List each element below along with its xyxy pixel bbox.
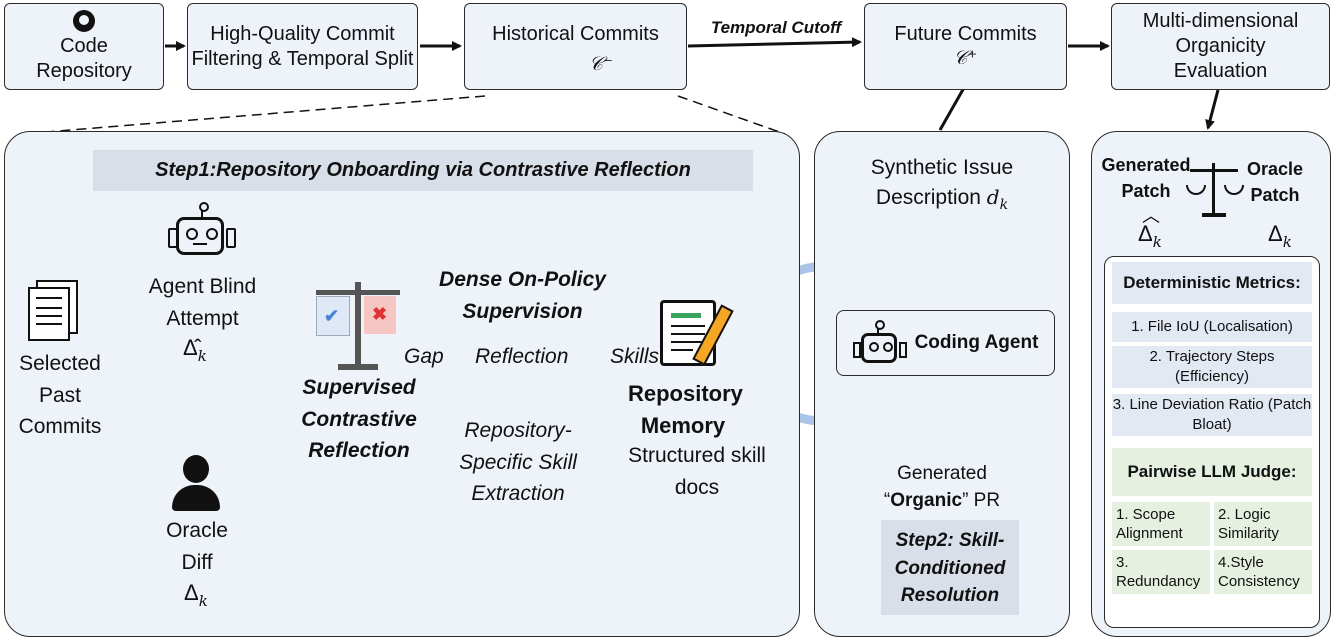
reflection-label: Reflection <box>475 345 569 368</box>
metric-file-iou: 1. File IoU (Localisation) <box>1112 312 1312 342</box>
future-symbol: 𝒞⁺ <box>953 47 978 70</box>
deterministic-metrics-title: Deterministic Metrics: <box>1112 262 1312 304</box>
commit-filtering-box: High-Quality Commit Filtering & Temporal… <box>187 3 418 90</box>
oracle-patch-label: Oracle Patch <box>1246 159 1304 206</box>
future-commits-label: Future Commits <box>894 23 1037 46</box>
agent-blind-attempt: Agent Blind Attempt <box>148 275 257 330</box>
dense-on-policy-supervision: Dense On-Policy Supervision <box>439 268 606 323</box>
generated-hat: ︿ <box>1142 206 1160 226</box>
skills-label: Skills <box>610 345 660 368</box>
metric-line-deviation: 3. Line Deviation Ratio (Patch Bloat) <box>1112 394 1312 436</box>
user-icon <box>172 455 220 513</box>
repository-memory: Repository Memory <box>628 381 743 438</box>
document-icon <box>28 280 78 341</box>
judge-style-consistency: 4.Style Consistency <box>1214 550 1312 594</box>
zoom-line-right <box>677 95 786 135</box>
generated-delta: Δk <box>1138 221 1162 251</box>
future-commits-box: Future Commits 𝒞⁺ <box>864 3 1067 90</box>
organicity-evaluation-box: Multi-dimensional Organicity Evaluation <box>1111 3 1330 90</box>
pairwise-llm-judge-title: Pairwise LLM Judge: <box>1112 448 1312 496</box>
memory-document-icon <box>660 298 734 370</box>
synthetic-issue-description: Synthetic Issue Description dk <box>870 156 1014 214</box>
step1-title: Step1:Repository Onboarding via Contrast… <box>155 159 691 181</box>
generated-patch-label: Generated Patch <box>1101 155 1191 202</box>
generated-label: Generated <box>897 463 987 484</box>
code-repository-label: Code Repository <box>36 34 132 82</box>
step2-title-band <box>881 520 1019 615</box>
organic-pr-label: “Organic” PR <box>883 490 1001 511</box>
organicity-evaluation-label: Multi-dimensional Organicity Evaluation <box>1142 10 1299 82</box>
skill-extraction: Repository-Specific Skill Extraction <box>459 419 577 505</box>
coding-agent-box: Coding Agent <box>836 310 1055 376</box>
temporal-cutoff-label: Temporal Cutoff <box>710 18 842 37</box>
step1-title-band <box>93 150 753 191</box>
structured-skill-docs: Structured skill docs <box>628 444 766 499</box>
judge-scope-alignment: 1. Scope Alignment <box>1112 502 1210 546</box>
robot-icon <box>166 202 236 260</box>
code-repository-box: Code Repository <box>4 3 164 90</box>
coding-agent-label: Coding Agent <box>914 332 1039 354</box>
balance-scale-icon: ✔ ✖ <box>312 282 404 372</box>
supervised-contrastive-reflection: Supervised Contrastive Reflection <box>301 376 417 462</box>
historical-commits-label: Historical Commits Historical <box>492 22 659 45</box>
historical-symbol: 𝒞⁻ <box>589 53 613 75</box>
arrow-eval-panel <box>1205 89 1220 130</box>
historical-commits-box: Historical Commits Historical 𝒞⁻ <box>464 3 687 90</box>
judge-redundancy: 3. Redundancy <box>1112 550 1210 594</box>
oracle-delta-eval: Δk <box>1268 221 1292 251</box>
oracle-delta: Δk <box>184 580 208 610</box>
arrow-historical-future <box>687 37 862 48</box>
gap-label: Gap <box>404 345 444 368</box>
step2-title: Step2: Skill-Conditioned Resolution <box>894 530 1006 607</box>
eval-scale-icon <box>1186 163 1244 221</box>
coding-agent-robot-icon <box>852 320 907 366</box>
selected-past-commits: Selected Past Commits <box>18 352 102 438</box>
future-to-step2-line <box>938 85 967 131</box>
judge-logic-similarity: 2. Logic Similarity <box>1214 502 1312 546</box>
zoom-line-left <box>21 95 486 135</box>
commit-filtering-label: High-Quality Commit Filtering & Temporal… <box>191 22 414 70</box>
metric-trajectory-steps: 2. Trajectory Steps (Efficiency) <box>1112 346 1312 388</box>
oracle-diff: Oracle Diff <box>166 519 228 574</box>
github-icon <box>73 9 95 32</box>
step1-panel <box>4 131 800 637</box>
agent-delta: Δ̂k <box>183 335 207 365</box>
